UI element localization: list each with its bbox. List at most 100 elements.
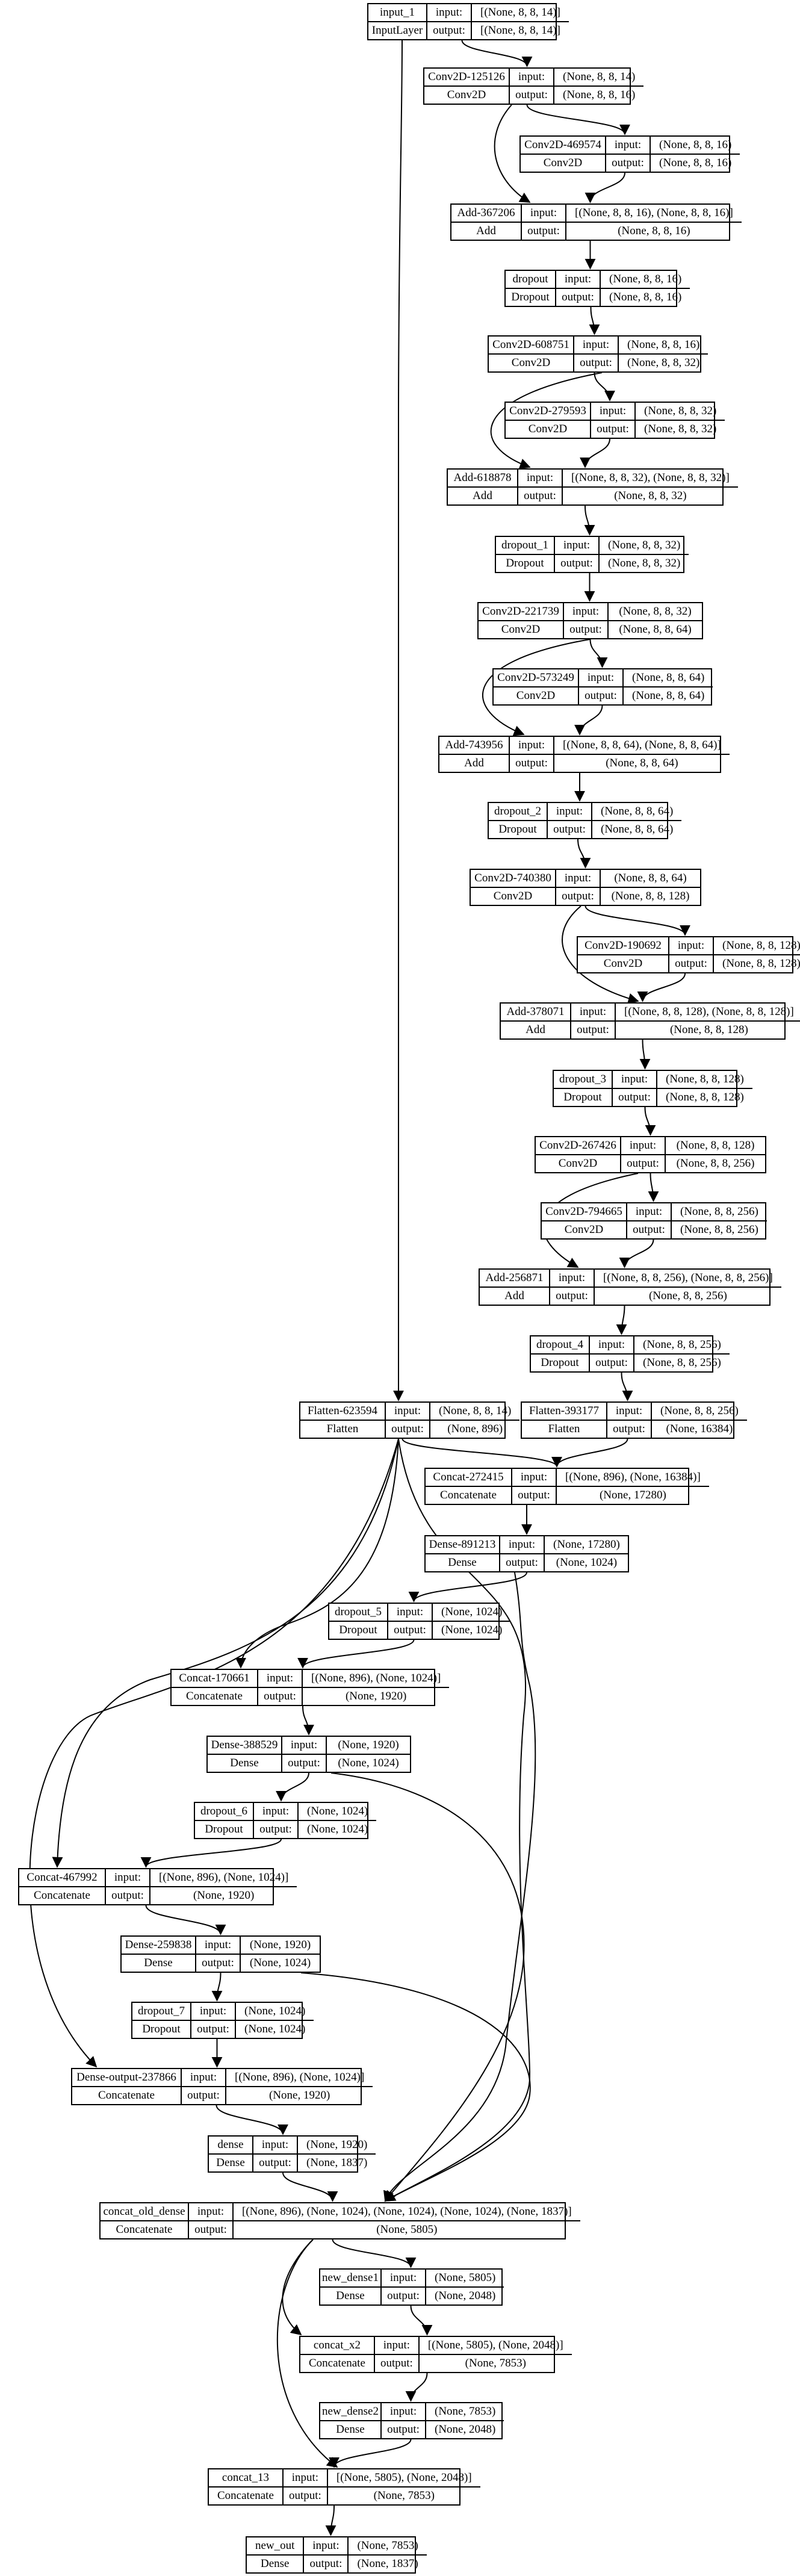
io-label-column: input:output: [522,205,566,240]
input-label: input: [574,337,618,355]
shape-column: [(None, 8, 8, 128), (None, 8, 8, 128)](N… [616,1004,800,1038]
output-label: output: [515,88,548,101]
layer-type: Flatten [326,1423,359,1435]
input-label: input: [564,603,607,621]
edge-cc467992-to-d259838 [145,1905,226,1935]
input-shape: (None, 8, 8, 32) [636,403,725,421]
shape-column: (None, 1024)(None, 1024) [433,1604,511,1639]
output-shape: (None, 2048) [435,2289,496,2302]
input-shape: [(None, 896), (None, 16384)] [557,1469,709,1487]
io-label-column: input:output: [304,2537,349,2572]
input-shape: (None, 8, 8, 64) [592,803,682,821]
shape-column: (None, 8, 8, 64)(None, 8, 8, 128) [601,870,700,905]
output-shape: (None, 8, 8, 16) [609,291,682,303]
shape-column: (None, 7853)(None, 1837) [349,2537,427,2572]
output-label: output: [515,757,548,769]
io-label-column: input:output: [374,2337,420,2372]
layer-name: input_1 [368,4,426,22]
edge-dropout-6-to-cc467992 [140,1839,282,1868]
shape-column: (None, 8, 8, 14)(None, 8, 8, 16) [554,69,644,104]
layer-name: Conv2D-221739 [479,603,563,621]
edge-c267426-to-c794665 [648,1173,659,1202]
output-label: output: [288,2489,321,2502]
layer-name: concat_13 [209,2469,282,2488]
io-label-column: input:output: [282,1737,327,1772]
input-shape: (None, 8, 8, 14) [430,1403,520,1421]
edge-cc170661-to-d388529 [302,1705,314,1736]
output-shape: (None, 1920) [345,1690,407,1702]
output-shape: (None, 7853) [465,2357,526,2370]
layer-type: Concatenate [98,2089,155,2102]
output-label: output: [197,2023,229,2035]
output-shape: (None, 8, 8, 256) [676,1157,755,1170]
output-label: output: [562,291,594,303]
layer-type: Flatten [548,1423,580,1435]
edge-c469574-to-a367206 [584,172,625,203]
io-label-column: input:output: [510,69,554,104]
layer-type: Dropout [205,1823,243,1836]
shape-column: (None, 8, 8, 16)(None, 8, 8, 16) [651,137,740,172]
output-shape: (None, 1024) [249,1957,311,1969]
edge-f393177-to-cc272415 [551,1438,628,1468]
input-label: input: [627,1203,671,1221]
shape-column: [(None, 8, 8, 64), (None, 8, 8, 64)](Non… [554,737,730,772]
output-shape: (None, 5805) [376,2223,438,2236]
layer-type: Dense [448,1556,477,1569]
input-label: input: [669,937,713,955]
output-shape: (None, 8, 8, 32) [644,423,717,435]
layer-name: Add-743956 [439,737,509,755]
layer-type: Dropout [498,823,537,836]
output-label: output: [506,1556,538,1569]
shape-column: [(None, 8, 8, 32), (None, 8, 8, 32)](Non… [563,470,738,504]
input-shape: (None, 1024) [299,1803,377,1821]
layer-name: Add-256871 [480,1270,549,1288]
shape-column: (None, 8, 8, 14)(None, 896) [430,1403,520,1438]
layer-name: Dense-891213 [426,1536,499,1554]
edge-new-dense2-to-concat-13 [329,2439,412,2468]
input-shape: [(None, 896), (None, 1024)] [303,1670,450,1688]
layer-name: new_dense1 [320,2270,380,2288]
io-label-column: input:output: [607,1403,652,1438]
shape-column: [(None, 5805), (None, 2048)](None, 7853) [327,2469,480,2504]
input-shape: [(None, 8, 8, 14)] [472,4,569,22]
output-label: output: [612,157,644,169]
output-label: output: [553,823,586,836]
layer-name: dropout_7 [132,2003,190,2021]
layer-type: InputLayer [371,24,423,37]
input-shape: [(None, 8, 8, 64), (None, 8, 8, 64)] [554,737,730,755]
input-label: input: [106,1869,149,1887]
input-shape: (None, 1920) [327,1737,410,1755]
io-label-column: input:output: [106,1869,150,1904]
io-label-column: input:output: [253,2137,298,2171]
edge-dropout-3-to-c267426 [644,1106,656,1136]
output-label: output: [288,1757,320,1769]
output-label: output: [613,1423,645,1435]
output-shape: (None, 1024) [307,1823,368,1836]
input-label: input: [548,803,591,821]
output-shape: (None, 8, 8, 128) [669,1023,748,1036]
layer-name: dropout_5 [329,1604,387,1622]
io-label-column: input:output: [556,271,601,306]
edge-concat-old-dense-to-concat-13 [276,2239,338,2468]
